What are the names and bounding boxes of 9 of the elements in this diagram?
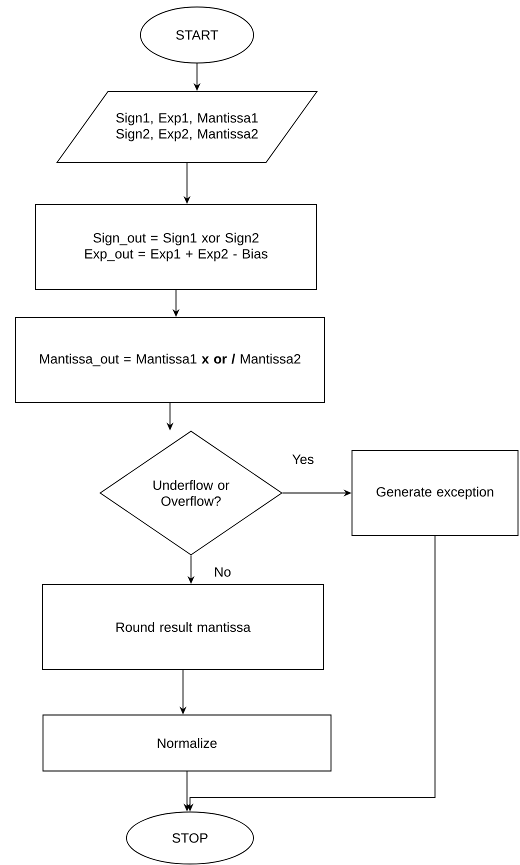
start-terminal: START — [140, 6, 254, 64]
process-box: Round result mantissa — [42, 584, 324, 670]
process-box: Mantissa_out = Mantissa1 x or / Mantissa2 — [15, 317, 325, 403]
process-box: Normalize — [42, 714, 332, 772]
process-box: Sign_out = Sign1 xor Sign2 Exp_out = Exp1 + Exp2 - Bias — [35, 204, 317, 290]
stop-terminal: STOP — [126, 812, 254, 864]
edge-label: Yes — [290, 453, 316, 466]
process-box: Generate exception — [352, 450, 518, 536]
edge-label: No — [212, 566, 233, 578]
